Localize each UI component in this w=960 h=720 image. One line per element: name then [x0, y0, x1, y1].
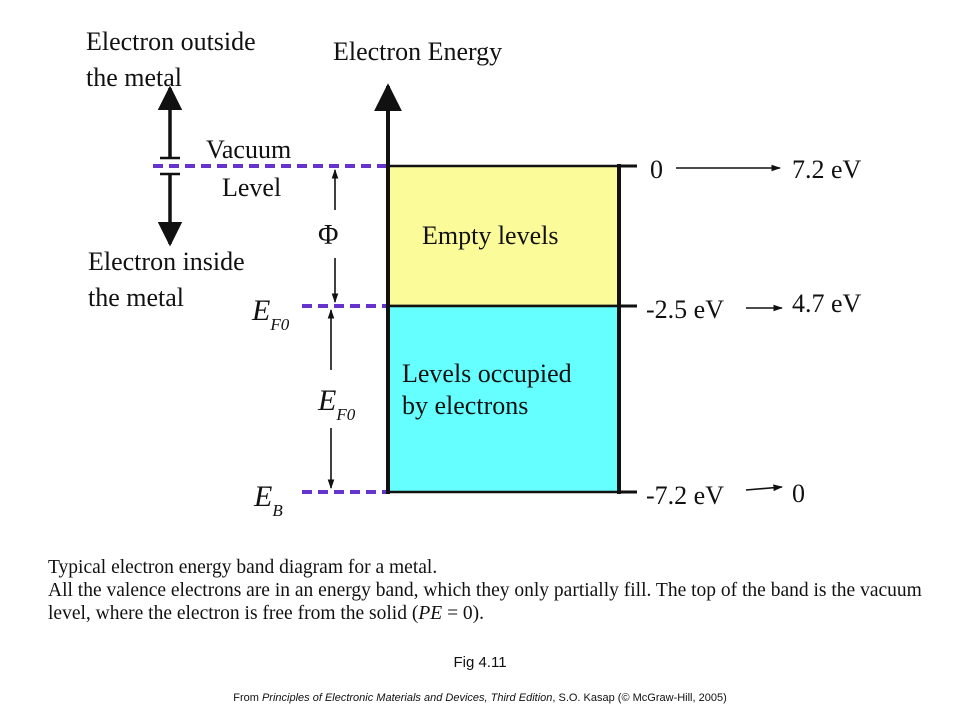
empty-band-label: Empty levels — [422, 221, 558, 250]
band-diagram: Electron Energy Electron outside the met… — [86, 27, 862, 520]
band-bottom-energy-right: 0 — [792, 479, 805, 508]
vacuum-energy-left: 0 — [650, 155, 663, 184]
occupied-band — [386, 304, 621, 494]
fermi-label-left: EF0 — [251, 294, 290, 334]
figure-label: Fig 4.11 — [453, 654, 507, 671]
band-bottom-shift-arrow — [745, 484, 783, 492]
inside-label-line2: the metal — [88, 283, 184, 312]
source-suffix: , S.O. Kasap (© McGraw-Hill, 2005) — [552, 692, 727, 704]
caption-line2-text: All the valence electrons are in an ener… — [48, 580, 922, 624]
outside-label-line2: the metal — [86, 63, 182, 92]
outside-label-line1: Electron outside — [86, 27, 256, 56]
work-function-symbol: Φ — [318, 220, 338, 251]
caption-line1: Typical electron energy band diagram for… — [48, 557, 438, 578]
source-book: Principles of Electronic Materials and D… — [261, 692, 553, 704]
empty-band — [386, 164, 621, 308]
occupied-band-label-line1: Levels occupied — [402, 359, 572, 388]
vacuum-label-line1: Vacuum — [206, 135, 291, 164]
caption: Typical electron energy band diagram for… — [48, 556, 948, 625]
inside-label-line1: Electron inside — [88, 247, 245, 276]
fermi-energy-left: -2.5 eV — [646, 295, 724, 324]
caption-pe: PE — [418, 603, 443, 624]
band-bottom-label: EB — [253, 480, 283, 520]
vacuum-energy-right: 7.2 eV — [792, 155, 862, 184]
caption-line2-end: = 0). — [442, 603, 485, 624]
source-prefix: From — [233, 692, 262, 704]
source-credit: From Principles of Electronic Materials … — [0, 692, 960, 704]
axis-label: Electron Energy — [333, 37, 502, 66]
vacuum-label-line2: Level — [222, 173, 281, 202]
caption-line2: All the valence electrons are in an ener… — [48, 579, 948, 625]
fermi-energy-label: EF0 — [317, 384, 356, 424]
band-bottom-energy-left: -7.2 eV — [646, 481, 724, 510]
fermi-energy-right: 4.7 eV — [792, 289, 862, 318]
occupied-band-label-line2: by electrons — [402, 391, 528, 420]
